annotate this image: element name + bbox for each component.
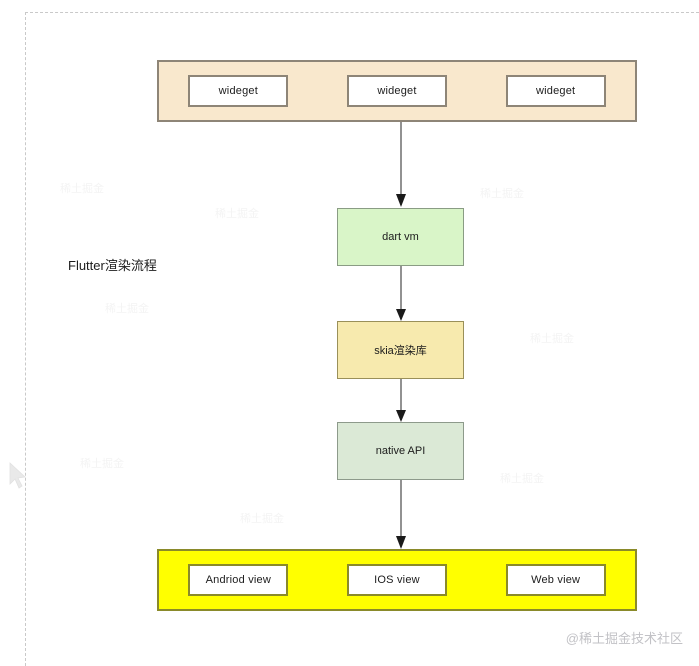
- mouse-cursor-icon: [9, 462, 26, 489]
- background-watermark: 稀土掘金: [530, 333, 574, 345]
- node-skia[interactable]: skia渲染库: [337, 321, 464, 379]
- selection-frame-top-edge: [25, 12, 699, 13]
- background-watermark: 稀土掘金: [105, 303, 149, 315]
- widget-box[interactable]: wideget: [505, 75, 606, 107]
- background-watermark: 稀土掘金: [240, 513, 284, 525]
- node-dart-vm[interactable]: dart vm: [337, 208, 464, 266]
- background-watermark: 稀土掘金: [60, 183, 104, 195]
- background-watermark: 稀土掘金: [215, 208, 259, 220]
- arrow-native-api-to-views: [394, 480, 408, 550]
- arrow-dartvm-to-skia: [394, 266, 408, 322]
- background-watermark: 稀土掘金: [500, 473, 544, 485]
- arrow-widget-to-dartvm: [394, 122, 408, 208]
- platform-view-box-web[interactable]: Web view: [505, 564, 606, 596]
- node-dart-vm-label: dart vm: [382, 231, 419, 243]
- node-native-api[interactable]: native API: [337, 422, 464, 480]
- diagram-caption: Flutter渲染流程: [68, 258, 157, 273]
- widget-box[interactable]: wideget: [346, 75, 447, 107]
- node-skia-label: skia渲染库: [374, 345, 427, 357]
- platform-view-layer-band[interactable]: Andriod view IOS view Web view: [157, 549, 637, 611]
- community-watermark: @稀土掘金技术社区: [565, 631, 683, 646]
- background-watermark: 稀土掘金: [480, 188, 524, 200]
- arrow-skia-to-native-api: [394, 379, 408, 423]
- background-watermark: 稀土掘金: [80, 458, 124, 470]
- widget-layer-band[interactable]: wideget wideget wideget: [157, 60, 637, 122]
- platform-view-box-ios[interactable]: IOS view: [346, 564, 447, 596]
- platform-view-box-android[interactable]: Andriod view: [188, 564, 289, 596]
- widget-box[interactable]: wideget: [188, 75, 289, 107]
- node-native-api-label: native API: [375, 445, 426, 457]
- selection-frame-left-edge: [25, 12, 26, 666]
